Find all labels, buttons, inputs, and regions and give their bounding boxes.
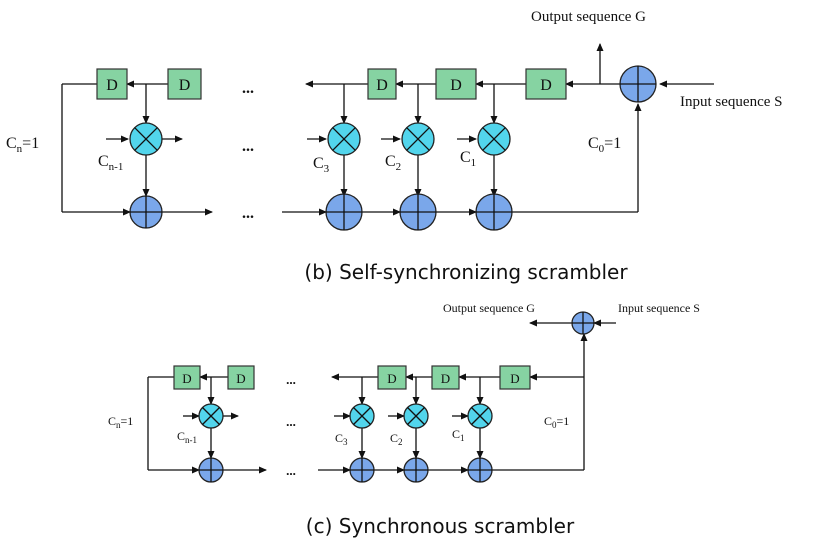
coefficient-c2-label: C2	[385, 153, 401, 173]
coefficient-cn-1-label: Cn-1	[177, 429, 197, 445]
self-sync-scrambler-diagram: D D D D D	[6, 9, 782, 284]
ellipsis: ...	[286, 372, 296, 387]
ellipsis: ...	[242, 205, 254, 222]
xor-adder-icon	[475, 193, 513, 231]
svg-text:D: D	[106, 77, 118, 94]
xor-adder-icon	[399, 193, 437, 231]
multiplier-icon	[401, 122, 435, 156]
multiplier-icon	[198, 403, 224, 429]
svg-text:D: D	[179, 77, 191, 94]
coefficient-c1-label: C1	[460, 149, 476, 169]
delay-box: D	[499, 365, 531, 390]
xor-adder-icon	[129, 195, 163, 229]
multiplier-icon	[477, 122, 511, 156]
synchronous-scrambler-diagram: D D D D D	[108, 301, 700, 538]
coefficient-c1-label: C1	[452, 427, 465, 443]
xor-adder-icon	[198, 457, 224, 483]
coefficient-cn-label: Cn=1	[108, 414, 133, 430]
coefficient-c0-label: C0=1	[588, 135, 621, 155]
delay-box: D	[377, 365, 407, 390]
coefficient-cn-1-label: Cn-1	[98, 153, 123, 173]
coefficient-c0-label: C0=1	[544, 414, 569, 430]
output-sequence-label: Output sequence G	[531, 9, 646, 25]
svg-text:D: D	[182, 371, 191, 386]
ellipsis: ...	[242, 80, 254, 97]
coefficient-c3-label: C3	[313, 155, 330, 175]
input-sequence-label: Input sequence S	[680, 94, 782, 110]
multiplier-icon	[403, 403, 429, 429]
multiplier-icon	[129, 122, 163, 156]
multiplier-icon	[349, 403, 375, 429]
svg-text:D: D	[510, 371, 519, 386]
xor-adder-icon	[619, 65, 657, 103]
ellipsis: ...	[286, 463, 296, 478]
delay-box: D	[173, 365, 201, 390]
coefficient-c3-label: C3	[335, 431, 348, 447]
svg-text:D: D	[540, 77, 552, 94]
ellipsis: ...	[242, 138, 254, 155]
svg-text:D: D	[387, 371, 396, 386]
svg-text:D: D	[441, 371, 450, 386]
delay-box: D	[435, 68, 477, 100]
xor-adder-icon	[349, 457, 375, 483]
delay-box: D	[227, 365, 255, 390]
delay-box: D	[525, 68, 567, 100]
xor-adder-icon	[403, 457, 429, 483]
multiplier-icon	[467, 403, 493, 429]
input-sequence-label: Input sequence S	[618, 301, 700, 315]
delay-box: D	[167, 68, 202, 100]
xor-adder-icon	[571, 311, 595, 335]
svg-text:D: D	[450, 77, 462, 94]
delay-box: D	[96, 68, 128, 100]
svg-text:D: D	[236, 371, 245, 386]
xor-adder-icon	[325, 193, 363, 231]
svg-text:D: D	[376, 77, 388, 94]
xor-adder-icon	[467, 457, 493, 483]
diagram-b-wires	[61, 43, 714, 216]
multiplier-icon	[327, 122, 361, 156]
diagram-c-wires	[147, 319, 616, 474]
delay-box: D	[431, 365, 460, 390]
delay-box: D	[367, 68, 397, 100]
coefficient-c2-label: C2	[390, 431, 403, 447]
output-sequence-label: Output sequence G	[443, 301, 535, 315]
diagram-c-caption: (c) Synchronous scrambler	[306, 514, 575, 538]
ellipsis: ...	[286, 414, 296, 429]
diagram-b-caption: (b) Self-synchronizing scrambler	[304, 260, 628, 284]
coefficient-cn-label: Cn=1	[6, 135, 39, 155]
